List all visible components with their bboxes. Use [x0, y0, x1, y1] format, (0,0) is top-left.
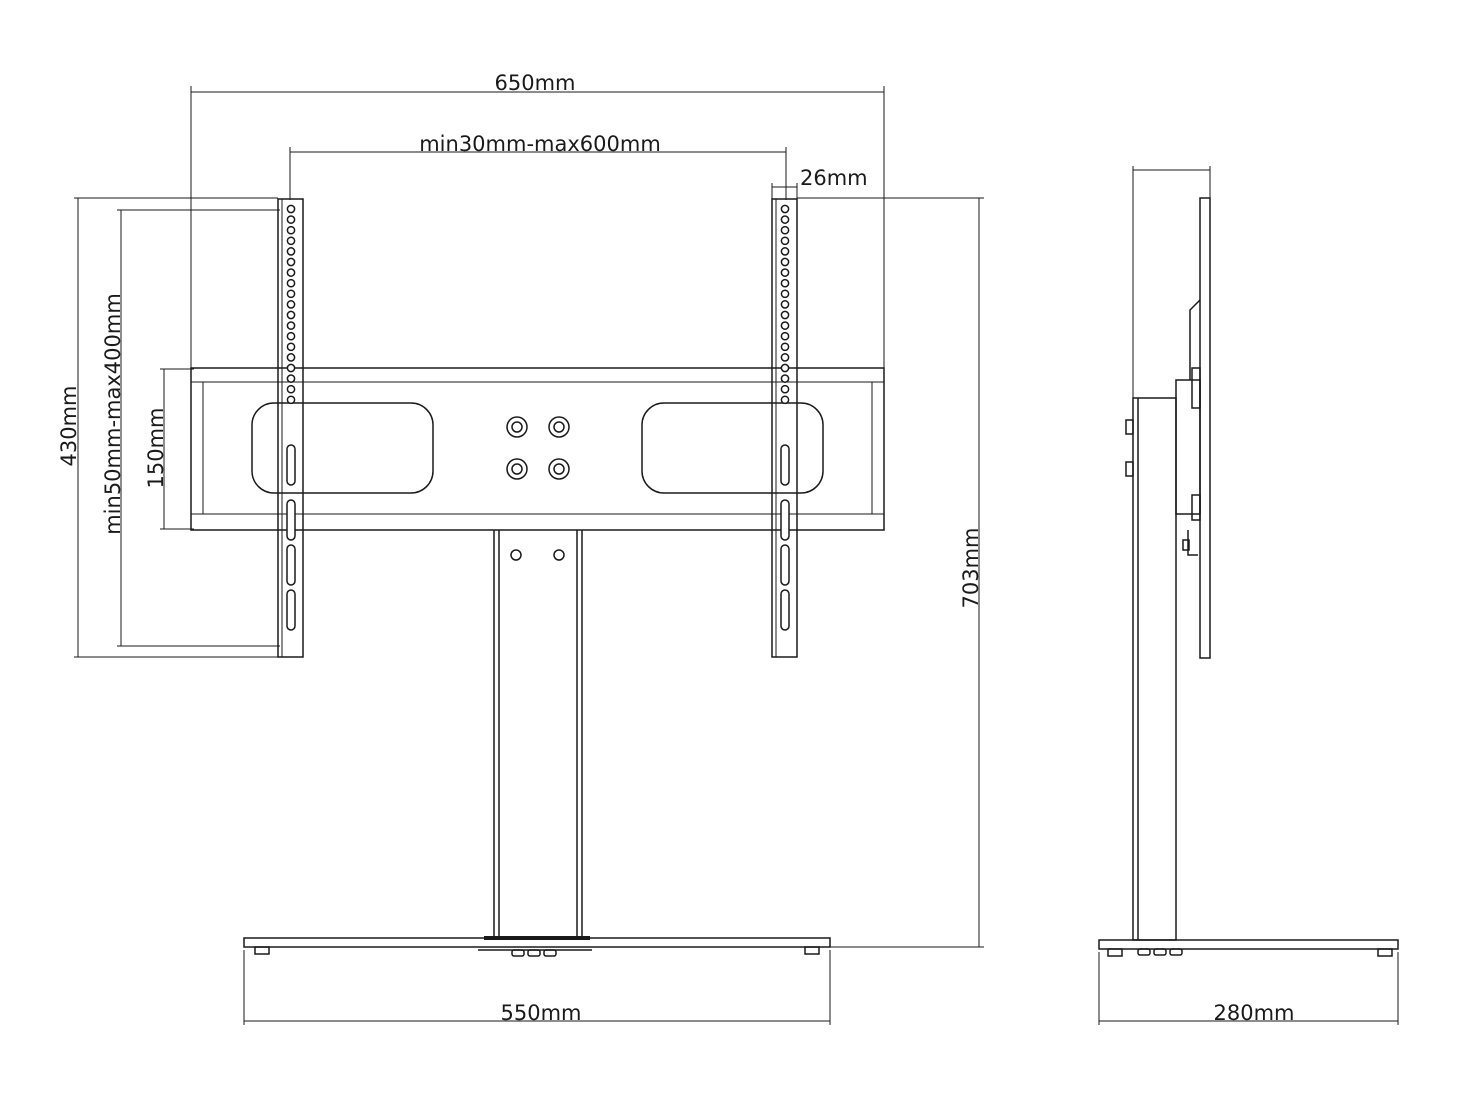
- arm-hole: [286, 342, 296, 352]
- arm-hole: [286, 278, 296, 288]
- arm-slot: [780, 589, 790, 631]
- side-mount-bracket: [1175, 367, 1201, 556]
- support-column: [493, 530, 583, 938]
- dimension-label-vesa-vertical: min50mm-max400mm: [101, 293, 125, 535]
- arm-hole: [780, 374, 790, 383]
- arm-hole: [780, 236, 790, 246]
- side-view: 280mm: [1098, 166, 1399, 1025]
- arm-hole: [780, 310, 790, 320]
- arm-hole: [780, 257, 790, 267]
- arm-hole: [286, 247, 296, 256]
- dimension-label-overall-width: 650mm: [495, 71, 576, 95]
- arm-slot: [286, 444, 296, 486]
- arm-hole: [780, 331, 790, 341]
- arm-hole: [286, 268, 296, 277]
- arm-slot: [780, 544, 790, 586]
- arm-hole: [286, 353, 296, 362]
- arm-hole: [780, 225, 790, 235]
- arm-hole: [286, 374, 296, 383]
- arm-hole: [286, 331, 296, 341]
- dimension-total-height: 703mm: [797, 197, 984, 948]
- dimension-vesa-vertical: min50mm-max400mm: [101, 209, 280, 647]
- arm-hole: [286, 321, 296, 330]
- arm-hole: [780, 321, 790, 330]
- arm-hole: [780, 384, 790, 394]
- arm-hole: [286, 310, 296, 320]
- vertical-arm-right: [771, 198, 798, 658]
- horizontal-bracket-plate: [190, 367, 885, 531]
- arm-hole: [780, 278, 790, 288]
- arm-hole: [286, 257, 296, 267]
- arm-hole: [286, 204, 296, 214]
- arm-hole: [286, 300, 296, 309]
- arm-hole: [286, 384, 296, 394]
- bracket-cutout-left: [251, 402, 434, 494]
- dimension-base-depth: 280mm: [1098, 952, 1399, 1025]
- arm-hole: [780, 300, 790, 309]
- side-column: [1125, 397, 1177, 941]
- dimension-label-vesa-horizontal: min30mm-max600mm: [419, 132, 661, 156]
- arm-slot: [286, 499, 296, 541]
- front-view: 650mm min30mm-max600mm 26mm 430mm: [57, 71, 984, 1025]
- dimension-label-arm-width: 26mm: [800, 166, 868, 190]
- arm-outline: [771, 198, 798, 658]
- arm-hole: [780, 289, 790, 299]
- center-mount-holes: [506, 416, 570, 480]
- arm-hole: [780, 215, 790, 224]
- base-plate: [243, 936, 831, 957]
- arm-hole: [780, 342, 790, 352]
- arm-hole: [286, 363, 296, 373]
- arm-hole: [780, 247, 790, 256]
- dimension-label-total-height: 703mm: [959, 528, 983, 609]
- arm-slot: [286, 589, 296, 631]
- arm-hole: [286, 289, 296, 299]
- vertical-arm-left: [277, 198, 304, 658]
- arm-hole: [780, 395, 790, 405]
- bracket-cutout-right: [641, 402, 824, 494]
- arm-hole: [286, 395, 296, 405]
- arm-hole: [286, 225, 296, 235]
- arm-hole: [780, 268, 790, 277]
- dimension-bracket-height: 150mm: [144, 368, 194, 530]
- arm-hole: [780, 363, 790, 373]
- dimension-label-base-width: 550mm: [501, 1001, 582, 1025]
- arm-hole: [286, 215, 296, 224]
- dimension-arm-height: 430mm: [57, 197, 278, 658]
- dimension-label-base-depth: 280mm: [1214, 1001, 1295, 1025]
- arm-hole: [780, 353, 790, 362]
- arm-hole: [286, 236, 296, 246]
- arm-hole: [780, 204, 790, 214]
- arm-slot: [286, 544, 296, 586]
- dimension-vesa-horizontal: min30mm-max600mm: [289, 132, 787, 200]
- arm-outline: [277, 198, 304, 658]
- dimension-side-top: [1132, 166, 1211, 400]
- arm-slot: [780, 444, 790, 486]
- arm-slot: [780, 499, 790, 541]
- side-base-plate: [1098, 939, 1399, 957]
- dimension-arm-width: 26mm: [771, 166, 868, 200]
- dimension-label-arm-height: 430mm: [57, 386, 81, 467]
- dimension-label-bracket-height: 150mm: [144, 408, 168, 489]
- dimension-base-width: 550mm: [243, 950, 831, 1025]
- dimension-overall-width: 650mm: [190, 71, 885, 370]
